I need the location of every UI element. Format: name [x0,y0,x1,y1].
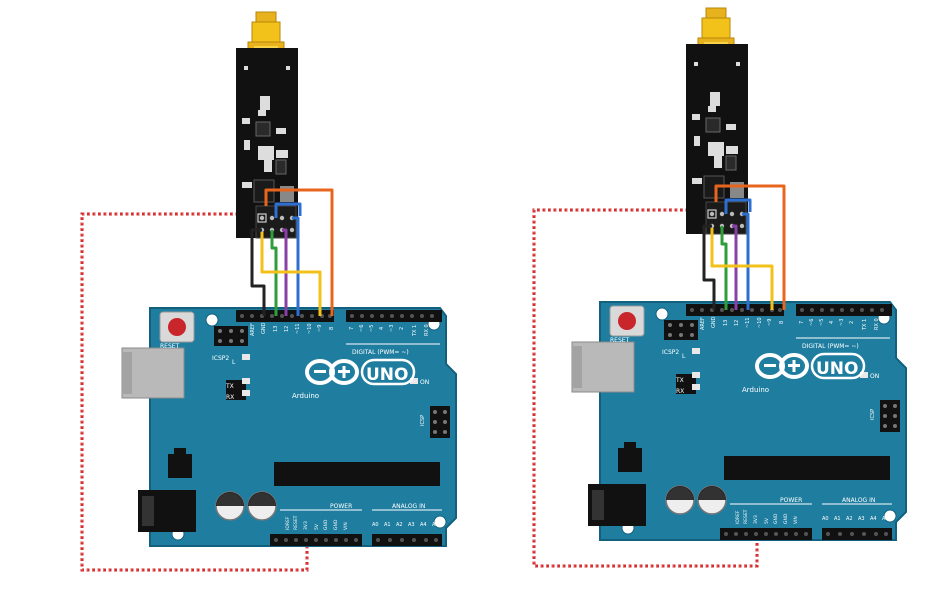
pin-label-a4: A4 [420,522,427,528]
spi-wires-left [250,188,334,316]
pin-label-gnd1: GND [323,519,329,530]
pin-label-vin: VIN [793,516,799,524]
led-label-tx: TX [675,377,684,384]
pin-label-a5: A5 [432,522,439,528]
board-labels-right: RESET ICSP2 ICSP DIGITAL (PWM= ~) AREF G… [610,316,889,524]
pin-label-rx0: RX 0 [874,318,880,330]
pin-label-7: 7 [799,321,805,324]
vcc-wire-right [532,208,759,568]
led-label-rx: RX [226,394,234,401]
pin-label-a5: A5 [882,516,889,522]
digital-label: DIGITAL (PWM= ~) [802,343,859,350]
pin-label-ioref: IOREF [285,516,291,530]
pin-label-gnd: GND [711,316,717,328]
pin-label-a3: A3 [858,516,865,522]
pin-label-7: 7 [349,327,355,330]
led-label-l: L [682,353,686,360]
icsp-label: ICSP [420,415,426,426]
pin-label-a0: A0 [372,522,379,528]
pin-label-a1: A1 [384,522,391,528]
pin-label-3v3: 3V3 [753,515,759,524]
icsp2-label: ICSP2 [662,349,679,356]
pin-label-a2: A2 [396,522,403,528]
pin-label-a3: A3 [408,522,415,528]
pin-label-3: ~3 [389,325,395,332]
assembly-right: RESET ICSP2 ICSP DIGITAL (PWM= ~) AREF G… [532,7,908,568]
pin-label-tx1: TX 1 [412,325,418,337]
pin-label-13: 13 [273,326,279,332]
pin-label-3: ~3 [839,319,845,326]
brand-uno: UNO [366,365,408,385]
pin-label-reset: RESET [743,509,749,524]
digital-label: DIGITAL (PWM= ~) [352,349,409,356]
assembly-left: RESET ICSP2 ICSP DIGITAL (PWM= ~) AREF G… [80,11,458,572]
pin-label-aref: AREF [250,323,256,336]
pin-label-a4: A4 [870,516,877,522]
pin-label-4: 4 [829,321,835,324]
led-label-rx: RX [676,388,684,395]
pin-label-8: 8 [779,321,785,324]
pin-label-tx1: TX 1 [862,319,868,331]
brand-uno: UNO [816,359,858,379]
power-label: POWER [780,497,802,504]
pin-label-10: ~10 [307,323,313,334]
pin-label-6: ~6 [359,325,365,332]
pin-label-aref: AREF [700,317,706,330]
pin-label-gnd2: GND [783,513,789,524]
pin-label-6: ~6 [809,319,815,326]
brand-arduino: Arduino [292,392,319,400]
pin-label-9: ~9 [767,319,773,326]
pin-label-rx0: RX 0 [424,324,430,336]
pin-label-4: 4 [379,327,385,330]
spi-wires-right [702,184,786,310]
pin-label-9: ~9 [317,325,323,332]
analog-label: ANALOG IN [392,503,425,510]
pin-label-11: ~11 [745,317,751,328]
pin-label-12: 12 [734,320,740,326]
pin-label-2: 2 [399,327,405,330]
pin-label-a0: A0 [822,516,829,522]
on-label: ON [420,379,429,386]
pin-label-11: ~11 [295,323,301,334]
pin-label-a2: A2 [846,516,853,522]
pin-label-13: 13 [723,320,729,326]
pin-label-gnd2: GND [333,519,339,530]
pin-label-5v: 5V [764,517,770,524]
pin-label-5: ~5 [819,319,825,326]
led-label-tx: TX [225,383,234,390]
pin-label-12: 12 [284,326,290,332]
pin-label-3v3: 3V3 [303,521,309,530]
analog-label: ANALOG IN [842,497,875,504]
pin-label-2: 2 [849,321,855,324]
pin-label-reset: RESET [293,515,299,530]
pin-label-a1: A1 [834,516,841,522]
pin-label-ioref: IOREF [735,510,741,524]
reset-label: RESET [610,337,630,344]
pin-label-gnd1: GND [773,513,779,524]
brand-arduino: Arduino [742,386,769,394]
reset-label: RESET [160,343,180,350]
pin-label-vin: VIN [343,522,349,530]
icsp2-label: ICSP2 [212,355,229,362]
led-label-l: L [232,359,236,366]
pin-label-gnd: GND [261,322,267,334]
board-labels-left: RESET ICSP2 ICSP DIGITAL (PWM= ~) AREF G… [160,322,439,530]
power-label: POWER [330,503,352,510]
pin-label-10: ~10 [757,317,763,328]
pin-label-5v: 5V [314,523,320,530]
on-label: ON [870,373,879,380]
pin-label-5: ~5 [369,325,375,332]
pin-label-8: 8 [329,327,335,330]
icsp-label: ICSP [870,409,876,420]
